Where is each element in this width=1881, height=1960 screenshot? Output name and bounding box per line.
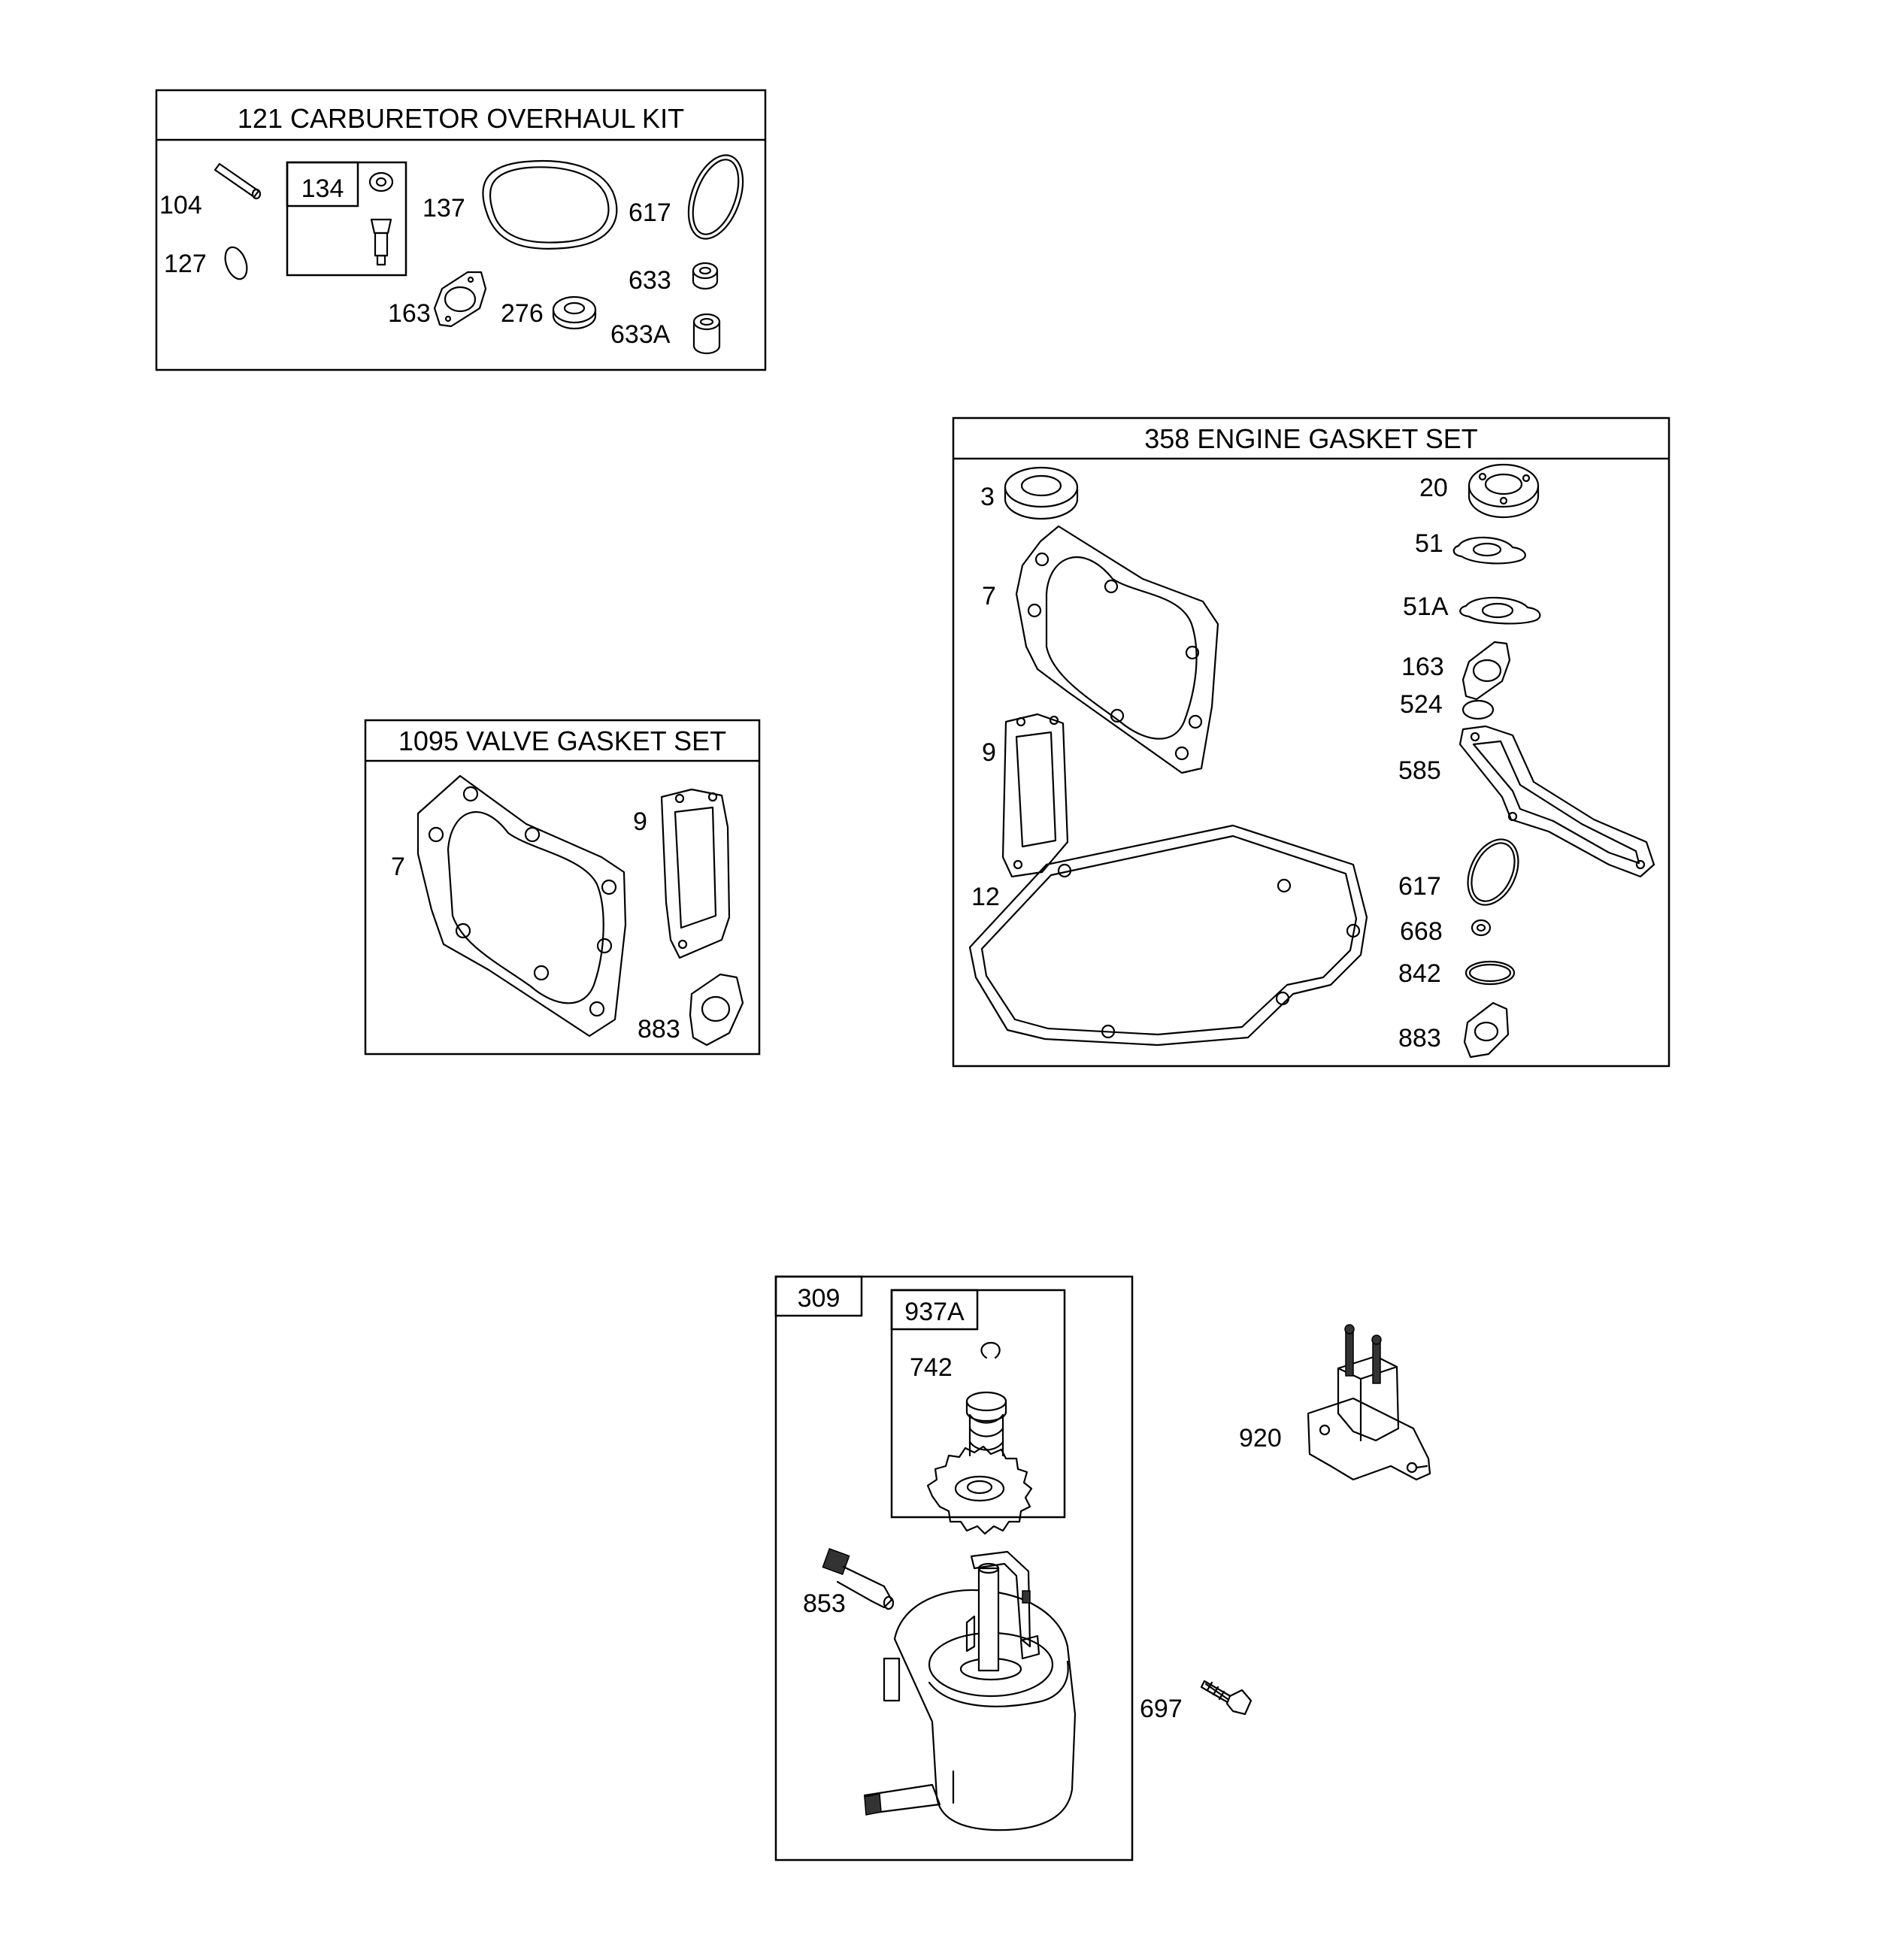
- label-920: 920: [1239, 1424, 1282, 1453]
- part-633a-bushing: [692, 313, 721, 355]
- label-51a: 51A: [1403, 592, 1449, 621]
- part-842-o-ring: [1465, 960, 1516, 986]
- part-617-o-ring-engine: [1467, 838, 1519, 906]
- part-137-bowl-gasket: [482, 160, 618, 250]
- valve-gasket-set: 1095 VALVE GASKET SET 7 9: [364, 719, 761, 1056]
- label-12: 12: [971, 883, 1000, 911]
- part-742-retaining-ring: [980, 1341, 1001, 1359]
- label-617-engine: 617: [1398, 872, 1441, 901]
- valve-kit-title: 1095 VALVE GASKET SET: [398, 726, 726, 756]
- part-633-bushing: [692, 262, 719, 290]
- label-585: 585: [1398, 756, 1441, 785]
- carb-kit-frame: [155, 89, 767, 371]
- label-9: 9: [982, 738, 996, 767]
- label-524: 524: [1400, 690, 1443, 719]
- label-617: 617: [629, 198, 671, 227]
- label-633: 633: [629, 266, 671, 295]
- engine-gasket-set: 358 ENGINE GASKET SET 3 7: [952, 417, 1670, 1068]
- starter-frame: [774, 1275, 1134, 1862]
- part-134-float-needle: [368, 171, 394, 266]
- label-7: 7: [982, 582, 996, 610]
- label-7-valve: 7: [391, 853, 405, 881]
- label-3: 3: [980, 483, 995, 511]
- sub-kit-134-label: 134: [301, 174, 344, 203]
- label-742: 742: [910, 1353, 953, 1382]
- part-276-washer: [552, 295, 597, 330]
- label-163: 163: [388, 299, 431, 328]
- label-104: 104: [159, 191, 202, 220]
- part-163-gasket: [433, 271, 487, 328]
- part-51a-gasket: [1459, 596, 1541, 625]
- part-7-head-gasket: [1015, 525, 1219, 774]
- starter-motor-assembly: 309 937A 742 853: [774, 1275, 1134, 1862]
- part-9-valve-cover-gasket-valve: [660, 788, 731, 959]
- part-585-gasket: [1458, 725, 1655, 878]
- part-starter-motor-body: [863, 1550, 1077, 1831]
- part-127-ring: [224, 246, 248, 280]
- part-3-oil-seal: [1004, 466, 1079, 520]
- part-668-washer: [1471, 919, 1492, 937]
- label-842: 842: [1398, 959, 1441, 988]
- part-883-gasket-engine: [1463, 1001, 1510, 1059]
- carburetor-overhaul-kit: 121 CARBURETOR OVERHAUL KIT 134 104 127 …: [155, 89, 767, 371]
- label-697: 697: [1140, 1695, 1183, 1723]
- engine-kit-title: 358 ENGINE GASKET SET: [1144, 423, 1478, 454]
- part-12-crankcase-gasket: [968, 824, 1368, 1047]
- part-20-seal: [1468, 463, 1540, 519]
- label-163-engine: 163: [1401, 653, 1444, 681]
- carb-kit-title: 121 CARBURETOR OVERHAUL KIT: [238, 103, 684, 134]
- label-883-valve: 883: [638, 1015, 680, 1044]
- part-163-gasket-engine: [1461, 641, 1511, 701]
- part-697-screw: [1200, 1680, 1252, 1716]
- label-668: 668: [1400, 917, 1443, 946]
- part-51-gasket: [1452, 536, 1526, 565]
- valve-kit-frame: [364, 719, 761, 1056]
- label-51: 51: [1415, 529, 1443, 558]
- part-7-head-gasket-valve: [416, 774, 627, 1038]
- part-drive-gear: [926, 1445, 1033, 1535]
- part-104-pin: [214, 162, 262, 200]
- label-127: 127: [164, 250, 207, 278]
- part-pinion-spring: [965, 1391, 1007, 1457]
- label-276: 276: [501, 299, 544, 328]
- engine-kit-frame: [952, 417, 1670, 1068]
- sub-kit-937a-label: 937A: [904, 1298, 965, 1326]
- label-883-engine: 883: [1398, 1024, 1441, 1053]
- label-9-valve: 9: [633, 807, 647, 836]
- part-9-valve-cover-gasket: [1001, 713, 1069, 878]
- label-853: 853: [803, 1589, 846, 1618]
- label-137: 137: [423, 194, 465, 223]
- part-524-o-ring: [1461, 699, 1495, 720]
- part-920-solenoid: [1307, 1324, 1431, 1481]
- part-853-connector: [822, 1548, 895, 1610]
- part-617-o-ring: [687, 154, 744, 240]
- label-633a: 633A: [610, 320, 671, 349]
- label-20: 20: [1419, 474, 1448, 502]
- part-883-gasket-valve: [689, 973, 744, 1047]
- starter-label: 309: [798, 1284, 841, 1313]
